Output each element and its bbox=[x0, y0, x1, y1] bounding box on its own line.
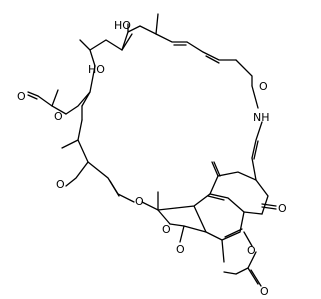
right-acetate-group bbox=[223, 231, 262, 287]
ring-carbonyl-label: O bbox=[176, 243, 185, 256]
naphthalene-core bbox=[169, 161, 277, 263]
quinone-oxygen-label: O bbox=[278, 202, 287, 215]
amide-oxygen-label: O bbox=[259, 80, 268, 93]
right-acetate-carbonyl-label: O bbox=[260, 285, 269, 298]
ether-bridge bbox=[141, 191, 177, 225]
left-acetate-group bbox=[27, 89, 67, 115]
methoxy-oxygen-label: O bbox=[56, 178, 65, 191]
left-acetate-carbonyl-label: O bbox=[17, 90, 26, 103]
right-acetate-oxygen-label: O bbox=[247, 244, 256, 257]
left-acetate-oxygen-label: O bbox=[54, 110, 63, 123]
left-ansa-chain bbox=[61, 65, 135, 203]
hydroxyl-top-label: HO bbox=[114, 19, 131, 32]
ring-oxygen-label: O bbox=[162, 223, 171, 236]
hydroxyl-mid-label: HO bbox=[88, 63, 105, 76]
upper-ansa-chain bbox=[79, 13, 259, 109]
amide-nh-label: NH bbox=[253, 111, 270, 124]
amide-linker bbox=[251, 121, 263, 181]
ether-oxygen-label: O bbox=[135, 195, 144, 208]
